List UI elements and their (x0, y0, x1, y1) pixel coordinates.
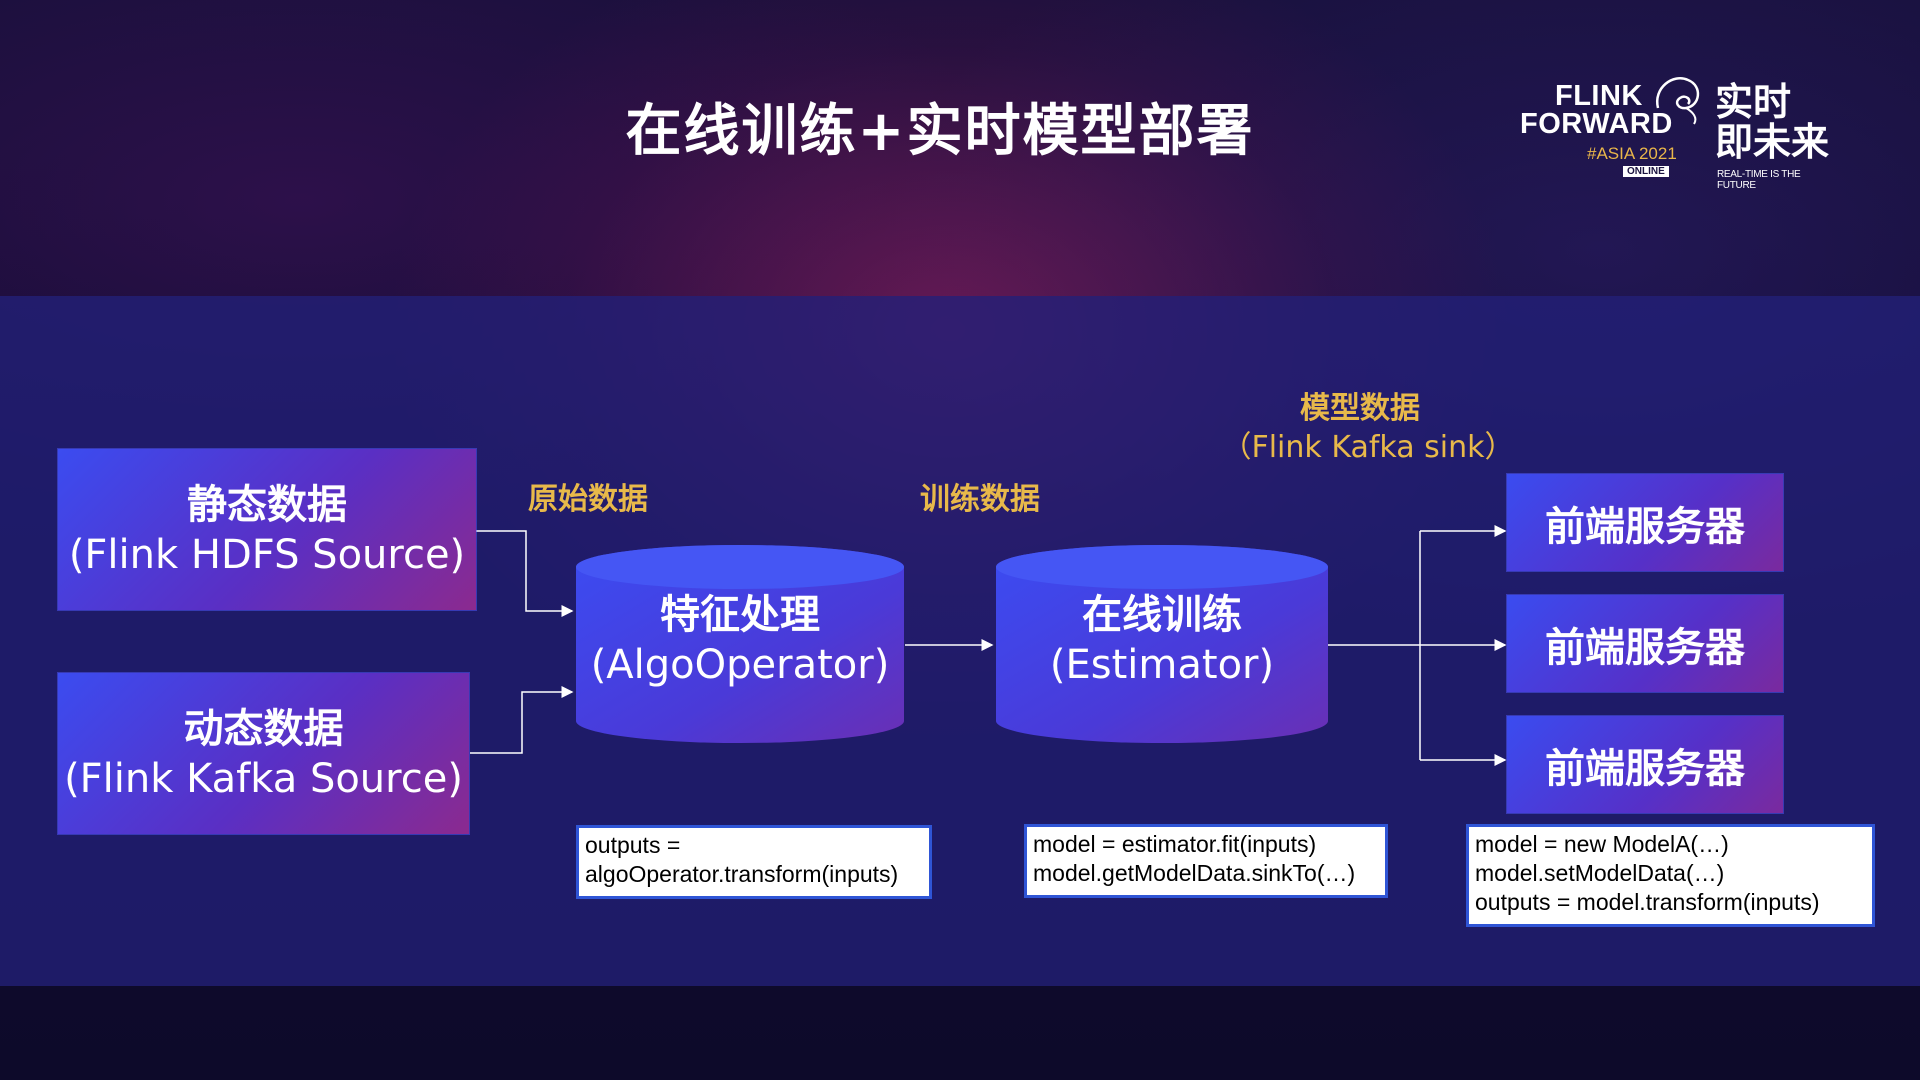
source-dynamic-name: 动态数据 (183, 705, 344, 752)
server-box-3: 前端服务器 (1507, 716, 1783, 813)
operator-name: 特征处理 (660, 592, 820, 638)
logo-online-badge: ONLINE (1623, 166, 1669, 177)
logo-cn-line2: 即未来 (1715, 120, 1830, 164)
code-line: model = new ModelA(…) (1475, 831, 1729, 857)
label-train-data: 训练数据 (920, 482, 1040, 517)
source-static-detail: (Flink HDFS Source) (68, 531, 466, 578)
arrow-dynamic-to-operator (470, 686, 574, 754)
flink-forward-logo: FLINK FORWARD #ASIA 2021 ONLINE 实时 即未来 R… (1515, 77, 1835, 191)
label-model-sink: （Flink Kafka sink） (1221, 430, 1515, 465)
code-box-server: model = new ModelA(…) model.setModelData… (1466, 824, 1875, 927)
page-title: 在线训练+实时模型部署 (625, 99, 1255, 164)
logo-asia-text: #ASIA 2021 (1587, 144, 1677, 163)
operator-cylinder: 特征处理 (AlgoOperator) (576, 545, 904, 743)
source-dynamic: 动态数据 (Flink Kafka Source) (58, 673, 469, 834)
label-raw-data: 原始数据 (528, 482, 648, 517)
estimator-detail: (Estimator) (1049, 642, 1275, 688)
logo-flink-text: FLINK (1555, 80, 1643, 112)
code-line: model.getModelData.sinkTo(…) (1033, 860, 1356, 886)
arrow-static-to-operator (476, 530, 574, 617)
code-line: algoOperator.transform(inputs) (585, 861, 899, 887)
cylinder-shape (576, 545, 904, 743)
code-box-operator: outputs = algoOperator.transform(inputs) (576, 825, 932, 899)
code-line: outputs = model.transform(inputs) (1475, 889, 1820, 915)
label-model-data: 模型数据 (1300, 391, 1420, 426)
squirrel-icon (1655, 77, 1700, 125)
logo-tagline: REAL-TIME IS THE FUTURE (1717, 169, 1801, 191)
estimator-name: 在线训练 (1082, 592, 1242, 638)
logo-cn-line1: 实时 (1715, 80, 1792, 124)
code-line: outputs = (585, 832, 681, 858)
server-box-2: 前端服务器 (1507, 595, 1783, 692)
source-static: 静态数据 (Flink HDFS Source) (58, 449, 476, 610)
code-line: model = estimator.fit(inputs) (1033, 831, 1317, 857)
server-box-1: 前端服务器 (1507, 474, 1783, 571)
cylinder-shape (996, 545, 1328, 743)
estimator-cylinder: 在线训练 (Estimator) (996, 545, 1328, 743)
operator-detail: (AlgoOperator) (590, 642, 890, 688)
logo-forward-text: FORWARD (1520, 108, 1673, 140)
source-dynamic-detail: (Flink Kafka Source) (64, 755, 463, 802)
code-line: model.setModelData(…) (1475, 860, 1725, 886)
code-box-estimator: model = estimator.fit(inputs) model.getM… (1024, 824, 1388, 898)
source-static-name: 静态数据 (187, 481, 347, 528)
